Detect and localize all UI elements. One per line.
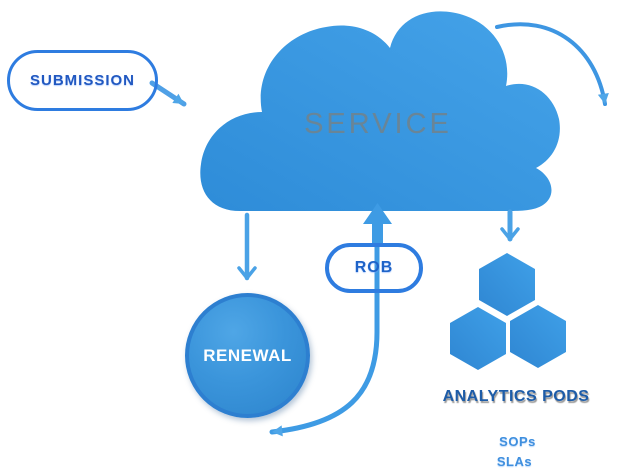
submission-label: SUBMISSION: [29, 72, 135, 89]
analytics-pods-label: ANALYTICS PODS: [430, 386, 602, 408]
hexagon-pod-top: [479, 253, 535, 316]
note-slas: SLAs: [467, 453, 562, 469]
analytics-pods-text: ANALYTICS PODS: [442, 388, 590, 405]
renewal-node[interactable]: RENEWAL: [185, 293, 310, 418]
service-label-text: SERVICE: [304, 107, 452, 140]
service-cloud-shape: [200, 11, 560, 212]
rob-to-renewal-curve-arrow: [269, 243, 380, 437]
rob-to-cloud-arrow: [363, 203, 392, 246]
note-sops: SOPs: [470, 433, 565, 449]
note-sops-text: SOPs: [499, 433, 536, 449]
renewal-label: RENEWAL: [203, 345, 292, 365]
hexagon-pod-left: [450, 307, 506, 370]
cloud-outbound-arc-arrow: [495, 22, 609, 106]
rob-label: ROB: [354, 259, 394, 276]
rob-node[interactable]: ROB: [325, 243, 423, 293]
analytics-pods-hexagons: [450, 253, 566, 370]
hexagon-pod-right: [510, 305, 566, 368]
service-cloud-label: SERVICE: [276, 104, 480, 144]
note-slas-text: SLAs: [496, 453, 533, 469]
submission-node[interactable]: SUBMISSION: [7, 50, 158, 111]
